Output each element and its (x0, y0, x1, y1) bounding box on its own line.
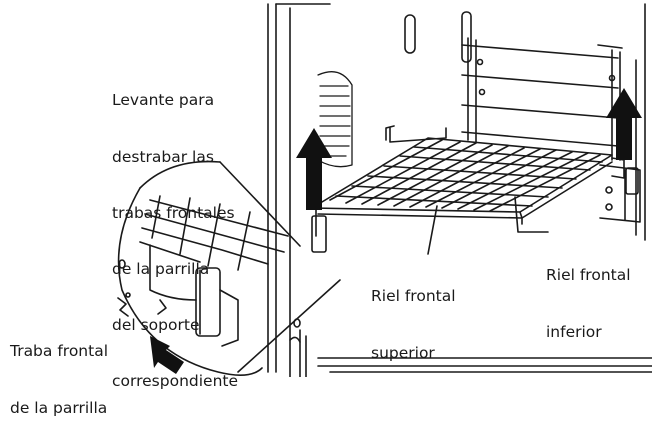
label-line: Traba frontal (10, 342, 109, 361)
convection-fan (317, 71, 353, 168)
rear-support (461, 37, 623, 161)
oven-rack-diagram (117, 3, 652, 377)
door-slots (404, 11, 472, 63)
label-line: superior (371, 343, 435, 362)
label-line: destrabar las (112, 147, 214, 166)
label-line: inferior (546, 322, 602, 341)
rack-front-latch-label: Traba frontal de la parrilla (10, 305, 108, 436)
label-line: trabas frontales (112, 203, 235, 222)
label-line: de la parrilla (10, 398, 108, 417)
up-arrow-latch (150, 336, 184, 374)
lower-front-rail-label: Riel frontal inferior (546, 229, 631, 360)
lift-instruction-label: Levante para destrabar las trabas fronta… (112, 54, 238, 409)
label-line: Riel frontal (546, 266, 631, 285)
detail-magnifier (117, 160, 341, 376)
oven-rack (311, 125, 639, 253)
label-line: Levante para (112, 91, 215, 110)
upper-front-rail-label: Riel frontal superior (371, 250, 456, 381)
label-line: del soporte (112, 315, 200, 334)
label-line: correspondiente (112, 371, 239, 390)
label-line: Riel frontal (371, 287, 456, 306)
up-arrow-rack (296, 128, 332, 210)
side-rail (599, 164, 641, 223)
oven-frame (267, 3, 652, 377)
label-line: de la parrilla (112, 259, 210, 278)
up-arrow-rear-support (606, 88, 642, 160)
rail-pointers (427, 196, 549, 255)
